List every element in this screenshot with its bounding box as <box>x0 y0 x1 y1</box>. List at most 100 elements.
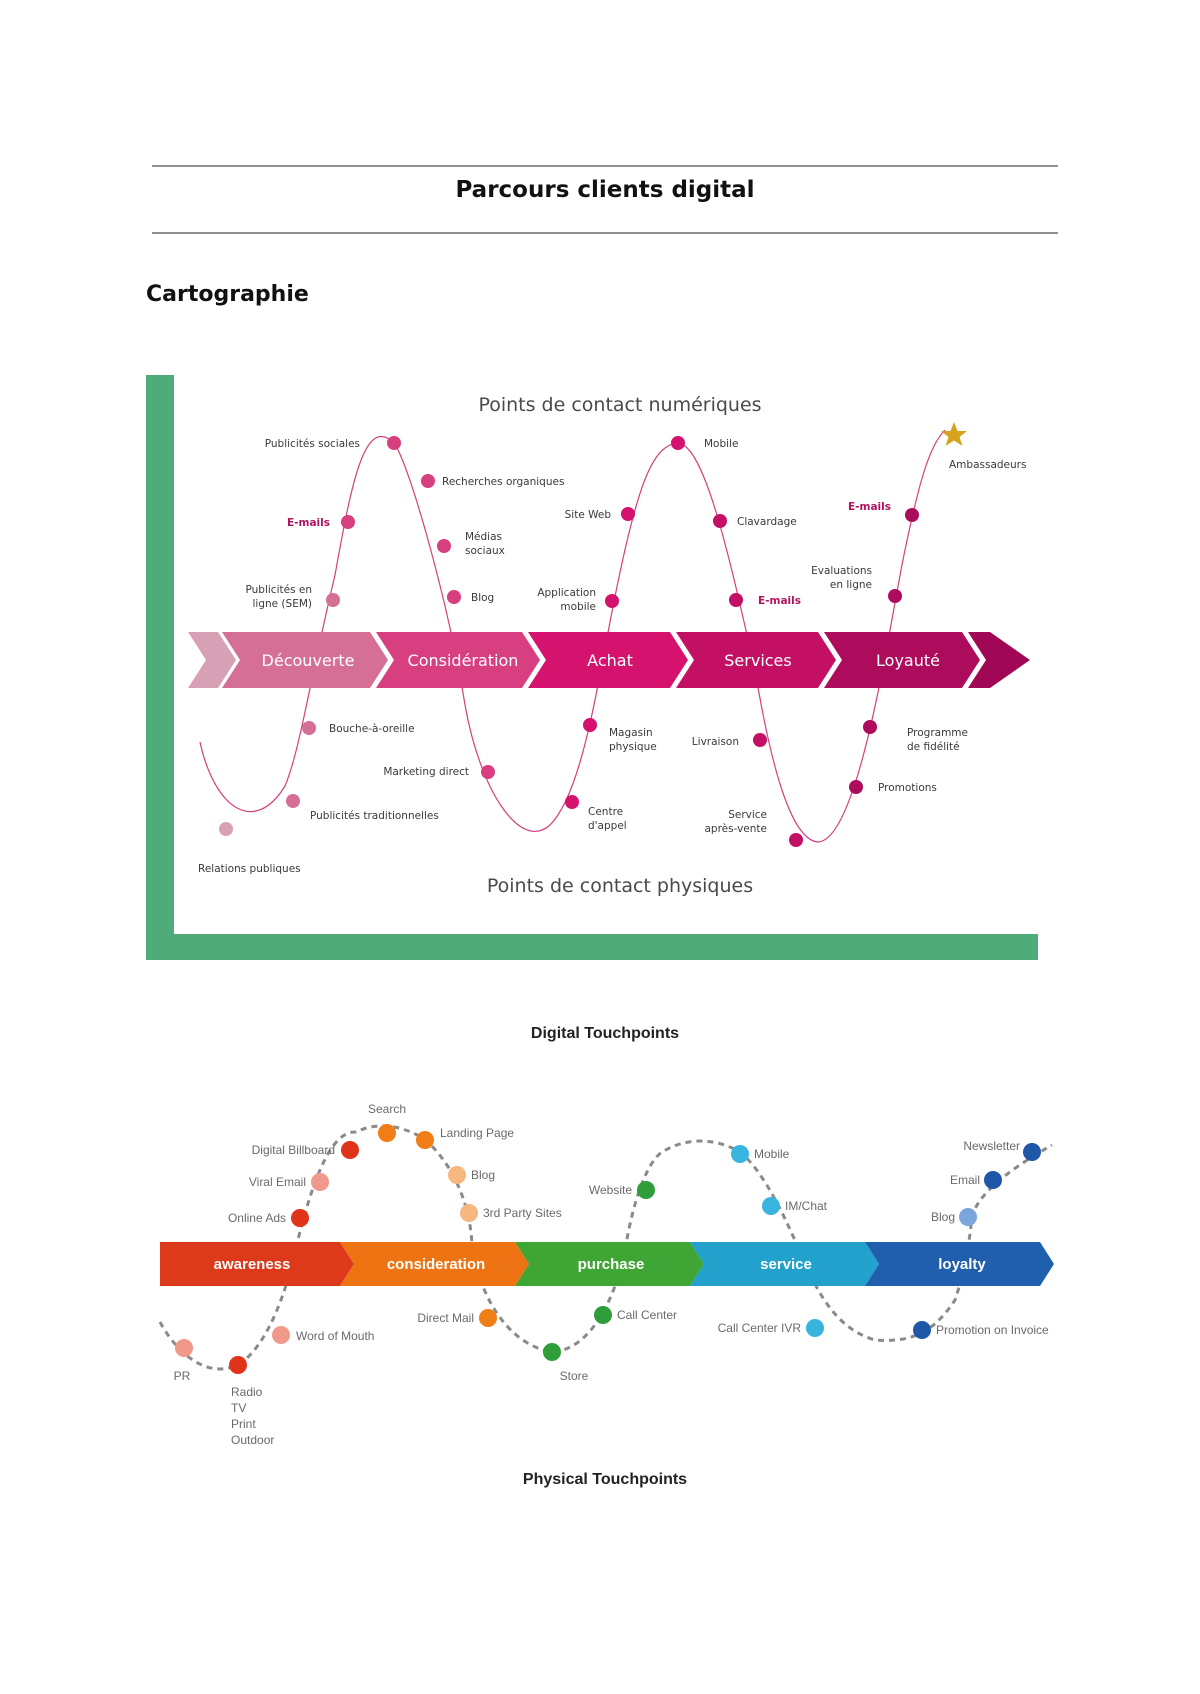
touchpoint-dot <box>849 780 863 794</box>
touchpoint-dot <box>789 833 803 847</box>
stage-label-achat: Achat <box>587 651 633 670</box>
stage-label-purchase: purchase <box>578 1256 645 1273</box>
touchpoint-dot <box>762 1197 780 1215</box>
stage-arrow-achat <box>528 632 688 688</box>
touchpoint-dot <box>272 1326 290 1344</box>
label-third-party-sites: 3rd Party Sites <box>483 1206 562 1220</box>
stage-arrow-loyalty <box>865 1242 1054 1286</box>
label-centre-2: d'appel <box>588 820 627 832</box>
label-blog-loyalty: Blog <box>931 1210 955 1224</box>
stage-arrow-consideration <box>340 1242 529 1286</box>
label-publicites-en-ligne-1: Publicités en <box>246 584 313 596</box>
label-landing-page: Landing Page <box>440 1126 514 1140</box>
label-application-2: mobile <box>560 601 596 613</box>
touchpoint-dot <box>984 1171 1002 1189</box>
label-magasin-2: physique <box>609 741 657 753</box>
journey-diagram-en: Digital Touchpoints Physical Touchpoints… <box>158 1025 1054 1488</box>
label-publicites-en-ligne-2: ligne (SEM) <box>252 598 312 610</box>
touchpoint-dot <box>1023 1143 1041 1161</box>
touchpoint-dot <box>888 589 902 603</box>
touchpoint-dot <box>447 590 461 604</box>
label-programme-1: Programme <box>907 727 968 739</box>
stage-label-awareness: awareness <box>214 1256 291 1273</box>
stage-arrow-decouverte <box>222 632 388 688</box>
label-website: Website <box>589 1183 632 1197</box>
touchpoint-dot <box>219 822 233 836</box>
touchpoint-dot <box>671 436 685 450</box>
frame-bottom-bar <box>146 934 1038 960</box>
touchpoint-dot <box>437 539 451 553</box>
label-relations-publiques: Relations publiques <box>198 863 301 875</box>
touchpoint-dot <box>481 765 495 779</box>
label-site-web: Site Web <box>565 509 612 521</box>
label-publicites-sociales: Publicités sociales <box>265 438 360 450</box>
label-pr: PR <box>174 1369 191 1383</box>
label-emails-loyaute: E-mails <box>848 501 891 513</box>
label-digital-billboard: Digital Billboard <box>252 1143 335 1157</box>
page-title: Parcours clients digital <box>455 177 755 203</box>
touchpoint-dot <box>583 718 597 732</box>
touchpoint-dot <box>863 720 877 734</box>
touchpoint-dot <box>913 1321 931 1339</box>
label-blog: Blog <box>471 1168 495 1182</box>
stage-label-services: Services <box>724 651 791 670</box>
touchpoint-dot <box>637 1181 655 1199</box>
touchpoint-dot <box>378 1124 396 1142</box>
label-email: Email <box>950 1173 980 1187</box>
touchpoint-dot <box>387 436 401 450</box>
touchpoint-dot <box>713 514 727 528</box>
label-centre-1: Centre <box>588 806 623 818</box>
label-medias-2: sociaux <box>465 545 505 557</box>
title-rule-top <box>152 165 1058 167</box>
label-store: Store <box>560 1369 589 1383</box>
label-direct-mail: Direct Mail <box>417 1311 474 1325</box>
touchpoint-dot <box>229 1356 247 1374</box>
section-heading: Cartographie <box>146 282 309 307</box>
bottom-zone-label: Physical Touchpoints <box>523 1471 687 1488</box>
label-evaluations-1: Evaluations <box>811 565 872 577</box>
label-mobile: Mobile <box>754 1147 790 1161</box>
touchpoint-dot <box>806 1319 824 1337</box>
stage-label-consideration: consideration <box>387 1256 485 1273</box>
bottom-zone-label: Points de contact physiques <box>487 875 753 897</box>
label-blog: Blog <box>471 592 494 604</box>
lead-arrow <box>188 632 236 688</box>
touchpoint-dot <box>905 508 919 522</box>
touchpoint-dot <box>959 1208 977 1226</box>
top-zone-label: Digital Touchpoints <box>531 1025 679 1042</box>
stage-arrow-consideration <box>376 632 540 688</box>
label-tv: TV <box>231 1401 246 1415</box>
touchpoint-dot <box>479 1309 497 1327</box>
label-radio: Radio <box>231 1385 263 1399</box>
touchpoint-dot <box>448 1166 466 1184</box>
touchpoint-dot <box>302 721 316 735</box>
touchpoint-dot <box>416 1131 434 1149</box>
label-magasin-1: Magasin <box>609 727 653 739</box>
label-evaluations-2: en ligne <box>830 579 872 591</box>
touchpoint-dot <box>326 593 340 607</box>
label-call-center: Call Center <box>617 1308 677 1322</box>
touchpoint-dot <box>731 1145 749 1163</box>
label-service-1: Service <box>728 809 767 821</box>
stage-arrow-awareness <box>160 1242 354 1286</box>
touchpoint-dot <box>291 1209 309 1227</box>
label-application-1: Application <box>537 587 596 599</box>
label-publicites-traditionnelles: Publicités traditionnelles <box>310 810 439 822</box>
label-viral-email: Viral Email <box>249 1175 306 1189</box>
touchpoint-dot <box>621 507 635 521</box>
touchpoint-dot <box>594 1306 612 1324</box>
stage-arrow-loyaute <box>824 632 980 688</box>
star-icon <box>941 422 967 446</box>
title-rule-bottom <box>152 232 1058 234</box>
label-emails-services: E-mails <box>758 595 801 607</box>
journey-diagram-fr: Points de contact numériques Points de c… <box>146 375 1038 960</box>
touchpoint-dot <box>286 794 300 808</box>
label-word-of-mouth: Word of Mouth <box>296 1329 374 1343</box>
label-online-ads: Online Ads <box>228 1211 286 1225</box>
label-mobile: Mobile <box>704 438 738 450</box>
label-im-chat: IM/Chat <box>785 1199 828 1213</box>
touchpoint-dot <box>341 515 355 529</box>
touchpoint-dot <box>565 795 579 809</box>
label-emails: E-mails <box>287 517 330 529</box>
label-programme-2: de fidélité <box>907 741 960 753</box>
